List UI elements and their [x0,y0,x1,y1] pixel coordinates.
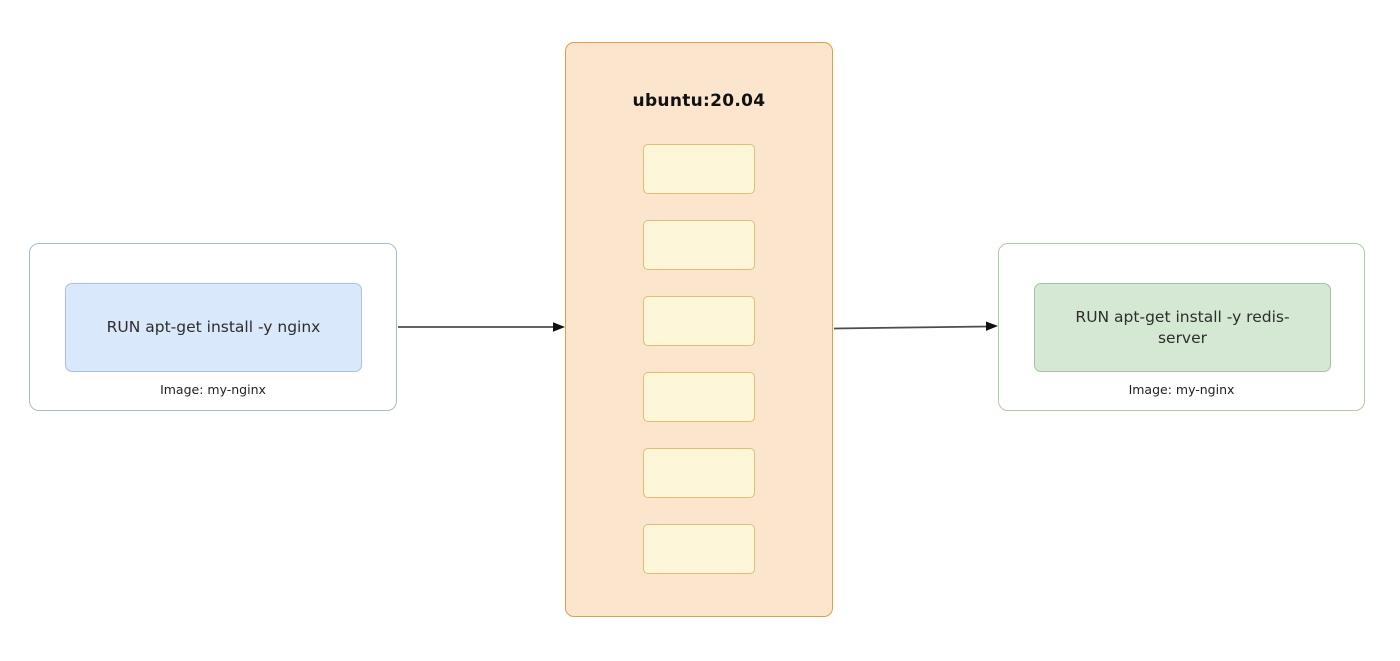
image-layer [643,144,755,194]
left-run-command-box: RUN apt-get install -y nginx [65,283,362,372]
base-image-container: ubuntu:20.04 [565,42,833,617]
arrow-base-to-right [833,321,998,331]
image-layer [643,372,755,422]
left-image-caption: Image: my-nginx [160,382,266,397]
arrow-left-to-base [398,322,565,332]
base-image-title: ubuntu:20.04 [632,91,766,111]
image-layer [643,220,755,270]
right-run-command-text: RUN apt-get install -y redis-server [1075,307,1290,347]
right-run-command-box: RUN apt-get install -y redis-server [1034,283,1331,372]
layer-stack [566,144,832,600]
image-layer [643,296,755,346]
right-image-caption: Image: my-nginx [1128,382,1235,397]
right-image-node: RUN apt-get install -y redis-server Imag… [998,243,1365,411]
image-layer [643,448,755,498]
left-image-node: RUN apt-get install -y nginx Image: my-n… [29,243,397,411]
image-layer [643,524,755,574]
left-run-command-text: RUN apt-get install -y nginx [106,318,321,336]
